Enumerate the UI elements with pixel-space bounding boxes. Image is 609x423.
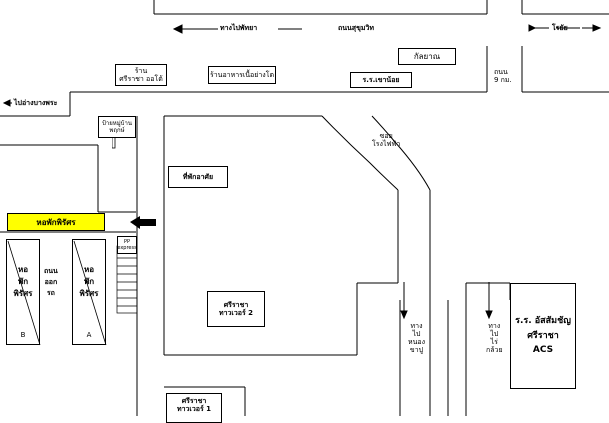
south-road-left-label: ทาง ไป หนอง ขาปู: [408, 322, 426, 355]
village-sign-post: [112, 137, 116, 149]
cement-plant-label: ซอย โรงไฟฟ้า: [372, 132, 401, 149]
dorm-b-diagonal: [7, 240, 41, 346]
sukhumvit-label: ถนนสุขุมวิท: [338, 24, 375, 32]
village-sign-box: ป้ายหมู่บ้าน พฤกษ์: [98, 116, 136, 138]
top-right-box: กัลยาณ: [398, 48, 456, 65]
sriracha-shop-box: ร้าน ศรีราชา ออโต้: [115, 64, 167, 86]
to-rayong-label: โรยัย: [552, 24, 568, 32]
school-main-line1: ร.ร. อัสสัมชัญ: [515, 315, 571, 326]
pp-express-box: PP express: [117, 236, 137, 254]
stair-building: [116, 245, 138, 314]
to-bangpra-label: ไปอ่างบางพระ: [14, 99, 58, 107]
dorm-highlight-label: หอพักพิรัศร: [7, 213, 105, 231]
sriracha-tower-1-box: ศรีราชา ทาวเวอร์ 1: [166, 393, 222, 423]
dorm-a-text: หอ พัก พิรัศร: [79, 265, 99, 298]
dorm-a: หอ พัก พิรัศร A: [72, 239, 107, 346]
dorm-a-diagonal: [73, 240, 107, 346]
to-pattaya-label: ทางไปพัทยา: [220, 24, 258, 32]
dorm-b: หอ พัก พิรัศร B: [6, 239, 41, 346]
soi-9km-label: ถนน 9 กม.: [494, 68, 512, 85]
south-arrows: [400, 282, 493, 320]
central-road-block: [163, 115, 511, 416]
south-road-right-label: ทาง ไป ไร่ กล้วย: [486, 322, 503, 355]
school-main-box: ร.ร. อัสสัมชัญ ศรีราชา ACS: [510, 283, 576, 389]
sriracha-tower-2-box: ศรีราชา ทาวเวอร์ 2: [207, 291, 265, 327]
dorm-b-text: หอ พัก พิรัศร: [13, 265, 33, 298]
sukhumvit-road: [0, 0, 609, 117]
direction-arrows: [2, 24, 602, 107]
school-top-box: ร.ร.เขาน้อย: [350, 72, 412, 88]
dorm-a-letter: A: [86, 331, 92, 339]
school-main-line3: ACS: [532, 345, 554, 356]
school-main-line2: ศรีราชา: [527, 330, 559, 341]
condo-box: ที่พักอาศัย: [168, 166, 228, 188]
dorm-b-letter: B: [20, 331, 26, 339]
restaurant-box: ร้านอาหารเนื้อย่างโต: [208, 66, 276, 84]
location-arrow: [130, 216, 156, 229]
exit-road-label: ถนน ออก รถ: [44, 267, 58, 298]
